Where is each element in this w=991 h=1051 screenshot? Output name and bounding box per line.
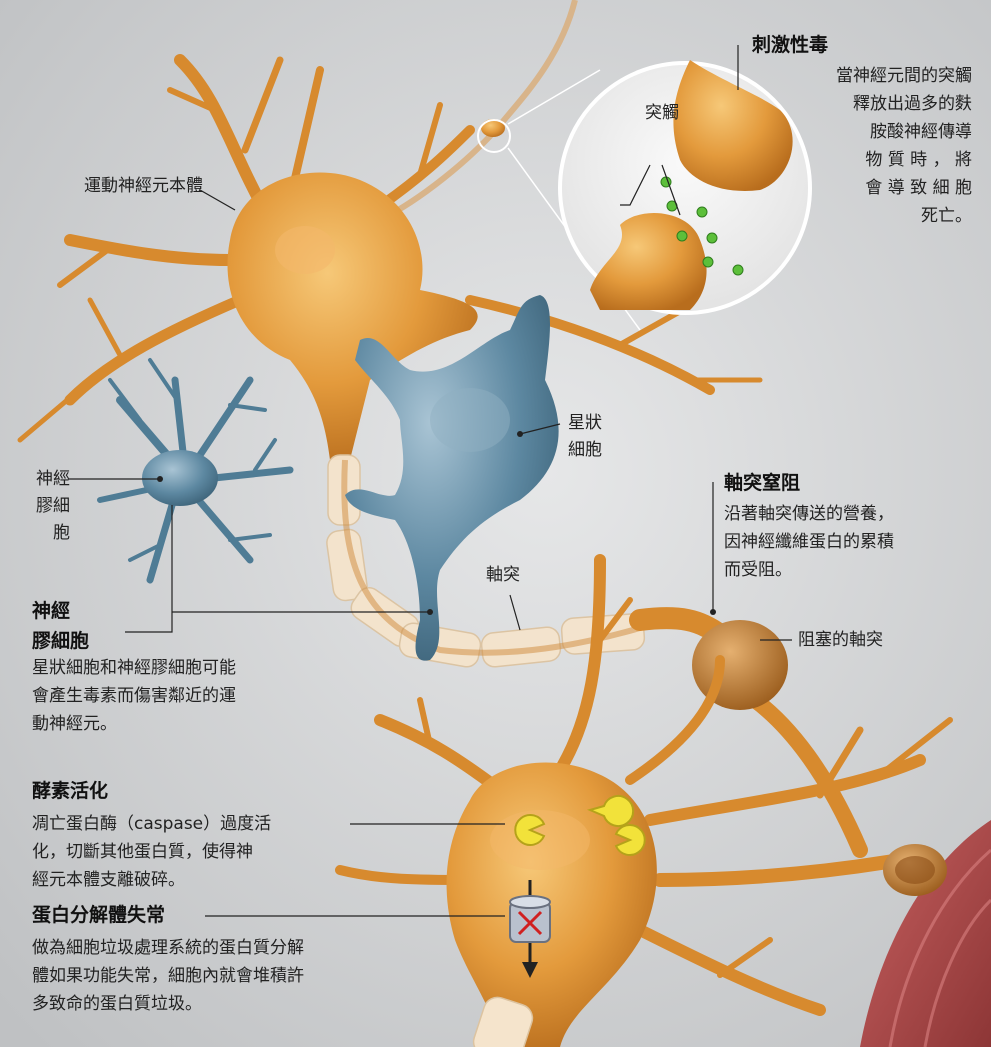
- label-axon: 軸突: [486, 562, 520, 589]
- label-blocked-axon: 阻塞的軸突: [798, 627, 883, 654]
- callout-axon-blockage-body: 沿著軸突傳送的營養， 因神經纖維蛋白的累積 而受阻。: [724, 500, 894, 584]
- label-motor-neuron-body: 運動神經元本體: [84, 173, 203, 200]
- label-glia-cell: 神經 膠細 胞: [25, 466, 70, 547]
- callout-excitotoxicity-title: 刺激性毒: [752, 32, 828, 58]
- glia-body: [142, 450, 218, 506]
- callout-glia-title: 神經 膠細胞: [32, 596, 89, 656]
- callout-excitotoxicity-body: 當神經元間的突觸 釋放出過多的麩 胺酸神經傳導 物 質 時 ， 將 會 導 致 …: [760, 62, 972, 230]
- callout-glia-body: 星狀細胞和神經膠細胞可能 會產生毒素而傷害鄰近的運 動神經元。: [32, 654, 236, 738]
- label-synapse: 突觸: [645, 100, 679, 127]
- callout-proteasome-body: 做為細胞垃圾處理系統的蛋白質分解 體如果功能失常，細胞內就會堆積許 多致命的蛋白…: [32, 934, 304, 1018]
- callout-proteasome-title: 蛋白分解體失常: [32, 902, 165, 928]
- callout-enzyme-body: 凋亡蛋白酶（caspase）過度活 化，切斷其他蛋白質，使得神 經元本體支離破碎…: [32, 810, 271, 894]
- callout-axon-blockage-title: 軸突窒阻: [724, 470, 800, 496]
- label-astrocyte: 星狀 細胞: [568, 410, 602, 464]
- callout-enzyme-title: 酵素活化: [32, 778, 108, 804]
